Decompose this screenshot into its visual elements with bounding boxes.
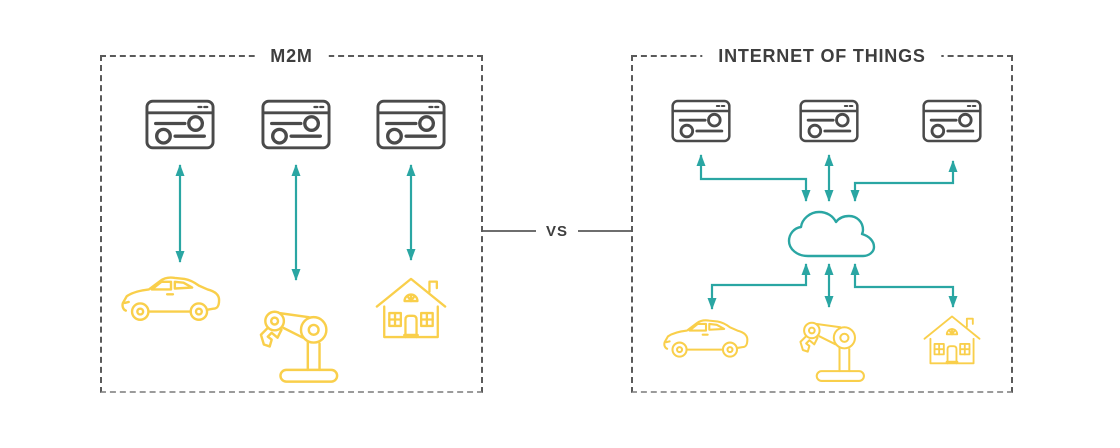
- browser-window-icon: [922, 99, 982, 143]
- vs-label: VS: [546, 222, 569, 240]
- browser-window-icon: [261, 99, 331, 150]
- robot-arm-icon: [799, 321, 865, 382]
- m2m-panel: M2M: [100, 45, 483, 393]
- divider-line-left: [483, 230, 536, 232]
- bidirectional-elbow-connector: [707, 263, 811, 310]
- bidirectional-elbow-connector: [696, 154, 811, 202]
- browser-window-icon: [145, 99, 215, 150]
- house-icon: [375, 277, 447, 339]
- browser-window-icon: [799, 99, 859, 143]
- m2m-panel-title: M2M: [254, 45, 329, 67]
- m2m-panel-graphics: [121, 99, 447, 383]
- cloud-icon: [787, 210, 876, 258]
- divider-line-right: [578, 230, 632, 232]
- bidirectional-elbow-connector: [850, 160, 958, 202]
- vs-divider: VS: [483, 222, 632, 240]
- car-icon: [121, 276, 221, 321]
- bidirectional-elbow-connector: [850, 263, 958, 308]
- iot-panel: INTERNET OF THINGS: [631, 45, 1013, 393]
- browser-window-icon: [671, 99, 731, 143]
- browser-window-icon: [376, 99, 446, 150]
- house-icon: [923, 315, 981, 365]
- car-icon: [663, 319, 749, 358]
- iot-panel-graphics: [663, 99, 982, 382]
- robot-arm-icon: [259, 310, 339, 383]
- iot-panel-title: INTERNET OF THINGS: [702, 45, 942, 67]
